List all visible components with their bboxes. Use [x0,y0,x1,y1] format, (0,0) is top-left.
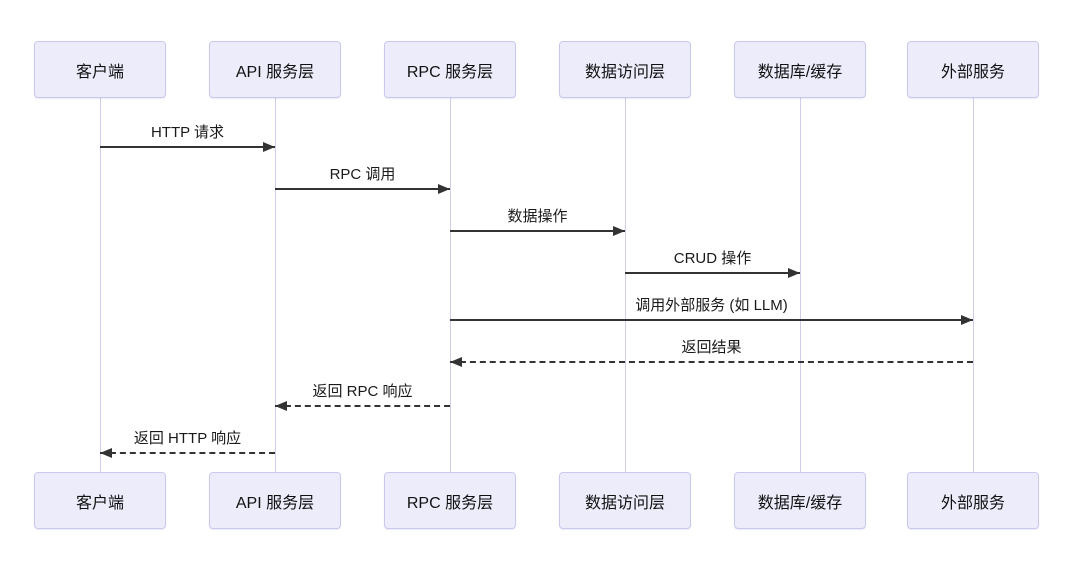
lifeline-database-cache [800,98,801,472]
actor-label: RPC 服务层 [406,63,494,81]
arrowhead-right-icon [788,268,800,278]
message-line-rpc-call [275,188,450,190]
message-label-return-http-response: 返回 HTTP 响应 [133,430,242,447]
actor-label: 外部服务 [940,63,1005,81]
arrowhead-right-icon [263,142,275,152]
actor-top-rpc-layer: RPC 服务层 [384,41,516,98]
lifeline-client [100,98,101,472]
message-line-crud-operation [625,272,800,274]
actor-label: RPC 服务层 [406,494,494,512]
actor-top-database-cache: 数据库/缓存 [734,41,866,98]
actor-label: 数据库/缓存 [757,494,843,512]
message-label-rpc-call: RPC 调用 [329,166,396,183]
actor-top-api-layer: API 服务层 [209,41,341,98]
lifeline-data-access-layer [625,98,626,472]
lifeline-external-service [973,98,974,472]
actor-label: API 服务层 [235,63,315,81]
arrowhead-right-icon [613,226,625,236]
actor-bottom-client: 客户端 [34,472,166,529]
message-label-return-result: 返回结果 [681,339,742,356]
arrowhead-left-icon [275,401,287,411]
message-line-data-operation [450,230,625,232]
actor-bottom-external-service: 外部服务 [907,472,1039,529]
actor-bottom-rpc-layer: RPC 服务层 [384,472,516,529]
actor-label: 数据访问层 [584,63,665,81]
actor-label: API 服务层 [235,494,315,512]
message-label-return-rpc-response: 返回 RPC 响应 [312,383,413,400]
message-label-crud-operation: CRUD 操作 [673,250,752,267]
arrowhead-left-icon [100,448,112,458]
message-line-return-rpc-response [275,405,450,407]
actor-label: 数据访问层 [584,494,665,512]
actor-label: 客户端 [75,494,124,512]
message-label-data-operation: 数据操作 [507,208,568,225]
actor-top-client: 客户端 [34,41,166,98]
arrowhead-right-icon [961,315,973,325]
message-line-return-http-response [100,452,275,454]
message-label-call-external-service: 调用外部服务 (如 LLM) [635,297,788,314]
actor-label: 数据库/缓存 [757,63,843,81]
actor-bottom-data-access-layer: 数据访问层 [559,472,691,529]
actor-label: 外部服务 [940,494,1005,512]
lifeline-rpc-layer [450,98,451,472]
actor-label: 客户端 [75,63,124,81]
actor-bottom-database-cache: 数据库/缓存 [734,472,866,529]
actor-top-external-service: 外部服务 [907,41,1039,98]
actor-bottom-api-layer: API 服务层 [209,472,341,529]
actor-top-data-access-layer: 数据访问层 [559,41,691,98]
arrowhead-right-icon [438,184,450,194]
message-label-http-request: HTTP 请求 [150,124,225,141]
lifeline-api-layer [275,98,276,472]
message-line-http-request [100,146,275,148]
message-line-return-result [450,361,973,363]
message-line-call-external-service [450,319,973,321]
arrowhead-left-icon [450,357,462,367]
